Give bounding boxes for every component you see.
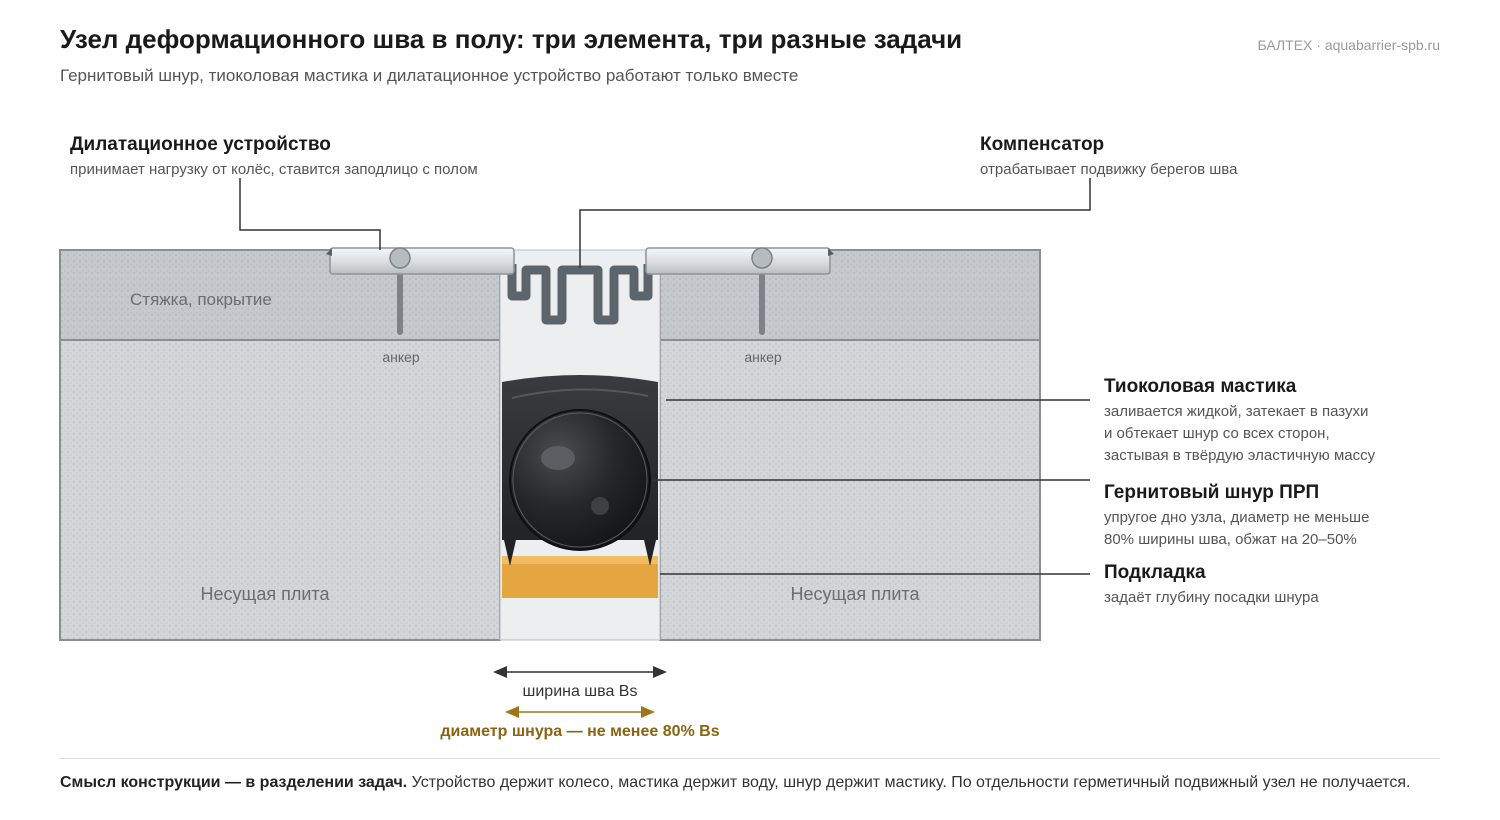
width-label: ширина шва Bs — [523, 683, 638, 700]
callout-device-desc: принимает нагрузку от колёс, ставится за… — [70, 161, 478, 178]
footer-text: Устройство держит колесо, мастика держит… — [407, 774, 1411, 791]
slab-left-label: Несущая плита — [201, 584, 331, 604]
cord-spot — [591, 497, 609, 515]
leader-compensator — [579, 178, 1091, 268]
width-arrow-left — [493, 666, 507, 678]
callout-cord-title: Гернитовый шнур ПРП — [1104, 482, 1320, 503]
footer-divider — [60, 758, 1440, 759]
anchor-left-label: анкер — [382, 349, 420, 365]
callout-backing-desc: задаёт глубину посадки шнура — [1104, 589, 1319, 606]
cord-circle — [509, 409, 651, 551]
anchor-right-label: анкер — [744, 349, 782, 365]
bolt-right — [751, 247, 773, 269]
brand-label[interactable]: БАЛТЕХ · aquabarrier-spb.ru — [1257, 37, 1440, 53]
screed-left — [59, 249, 501, 341]
footer-bold: Смысл конструкции — в разделении задач. — [60, 774, 408, 791]
bolt-left — [389, 247, 411, 269]
diameter-arrow-right — [641, 706, 655, 718]
mastic-sheen — [511, 388, 649, 399]
plate-left-edge — [326, 248, 332, 256]
leader-device — [239, 178, 381, 250]
callout-device-title: Дилатационное устройство — [70, 134, 331, 155]
cord-rim — [512, 412, 648, 548]
callout-compensator-desc: отрабатывает подвижку берегов шва — [980, 161, 1238, 178]
mastic-drip-left — [504, 540, 516, 566]
plate-right-edge — [828, 248, 834, 256]
callout-mastic-desc-3: застывая в твёрдую эластичную массу — [1104, 447, 1376, 464]
slab-left — [59, 339, 501, 641]
backing-highlight — [502, 556, 658, 564]
diameter-arrow-left — [505, 706, 519, 718]
page-title: Узел деформационного шва в полу: три эле… — [60, 24, 963, 54]
page-subtitle: Гернитовый шнур, тиоколовая мастика и ди… — [60, 66, 799, 85]
mastic-drip-right — [644, 540, 656, 566]
footer-note: Смысл конструкции — в разделении задач. … — [60, 774, 1410, 792]
callout-mastic-desc-1: заливается жидкой, затекает в пазухи — [1104, 403, 1369, 420]
compensator-profile — [507, 264, 653, 325]
callout-compensator-title: Компенсатор — [980, 134, 1105, 155]
slab-right-label: Несущая плита — [791, 584, 921, 604]
callout-mastic-desc-2: и обтекает шнур со всех сторон, — [1104, 425, 1330, 442]
width-arrow-right — [653, 666, 667, 678]
plate-right — [645, 247, 831, 275]
callout-mastic-title: Тиоколовая мастика — [1104, 376, 1297, 397]
cord-highlight — [541, 446, 575, 470]
diameter-label: диаметр шнура — не менее 80% Bs — [440, 723, 719, 740]
screed-label: Стяжка, покрытие — [130, 290, 272, 309]
callout-cord-desc-2: 80% ширины шва, обжат на 20–50% — [1104, 531, 1357, 548]
callout-backing-title: Подкладка — [1104, 562, 1206, 583]
callout-cord-desc-1: упругое дно узла, диаметр не меньше — [1104, 509, 1370, 526]
plate-left — [329, 247, 515, 275]
